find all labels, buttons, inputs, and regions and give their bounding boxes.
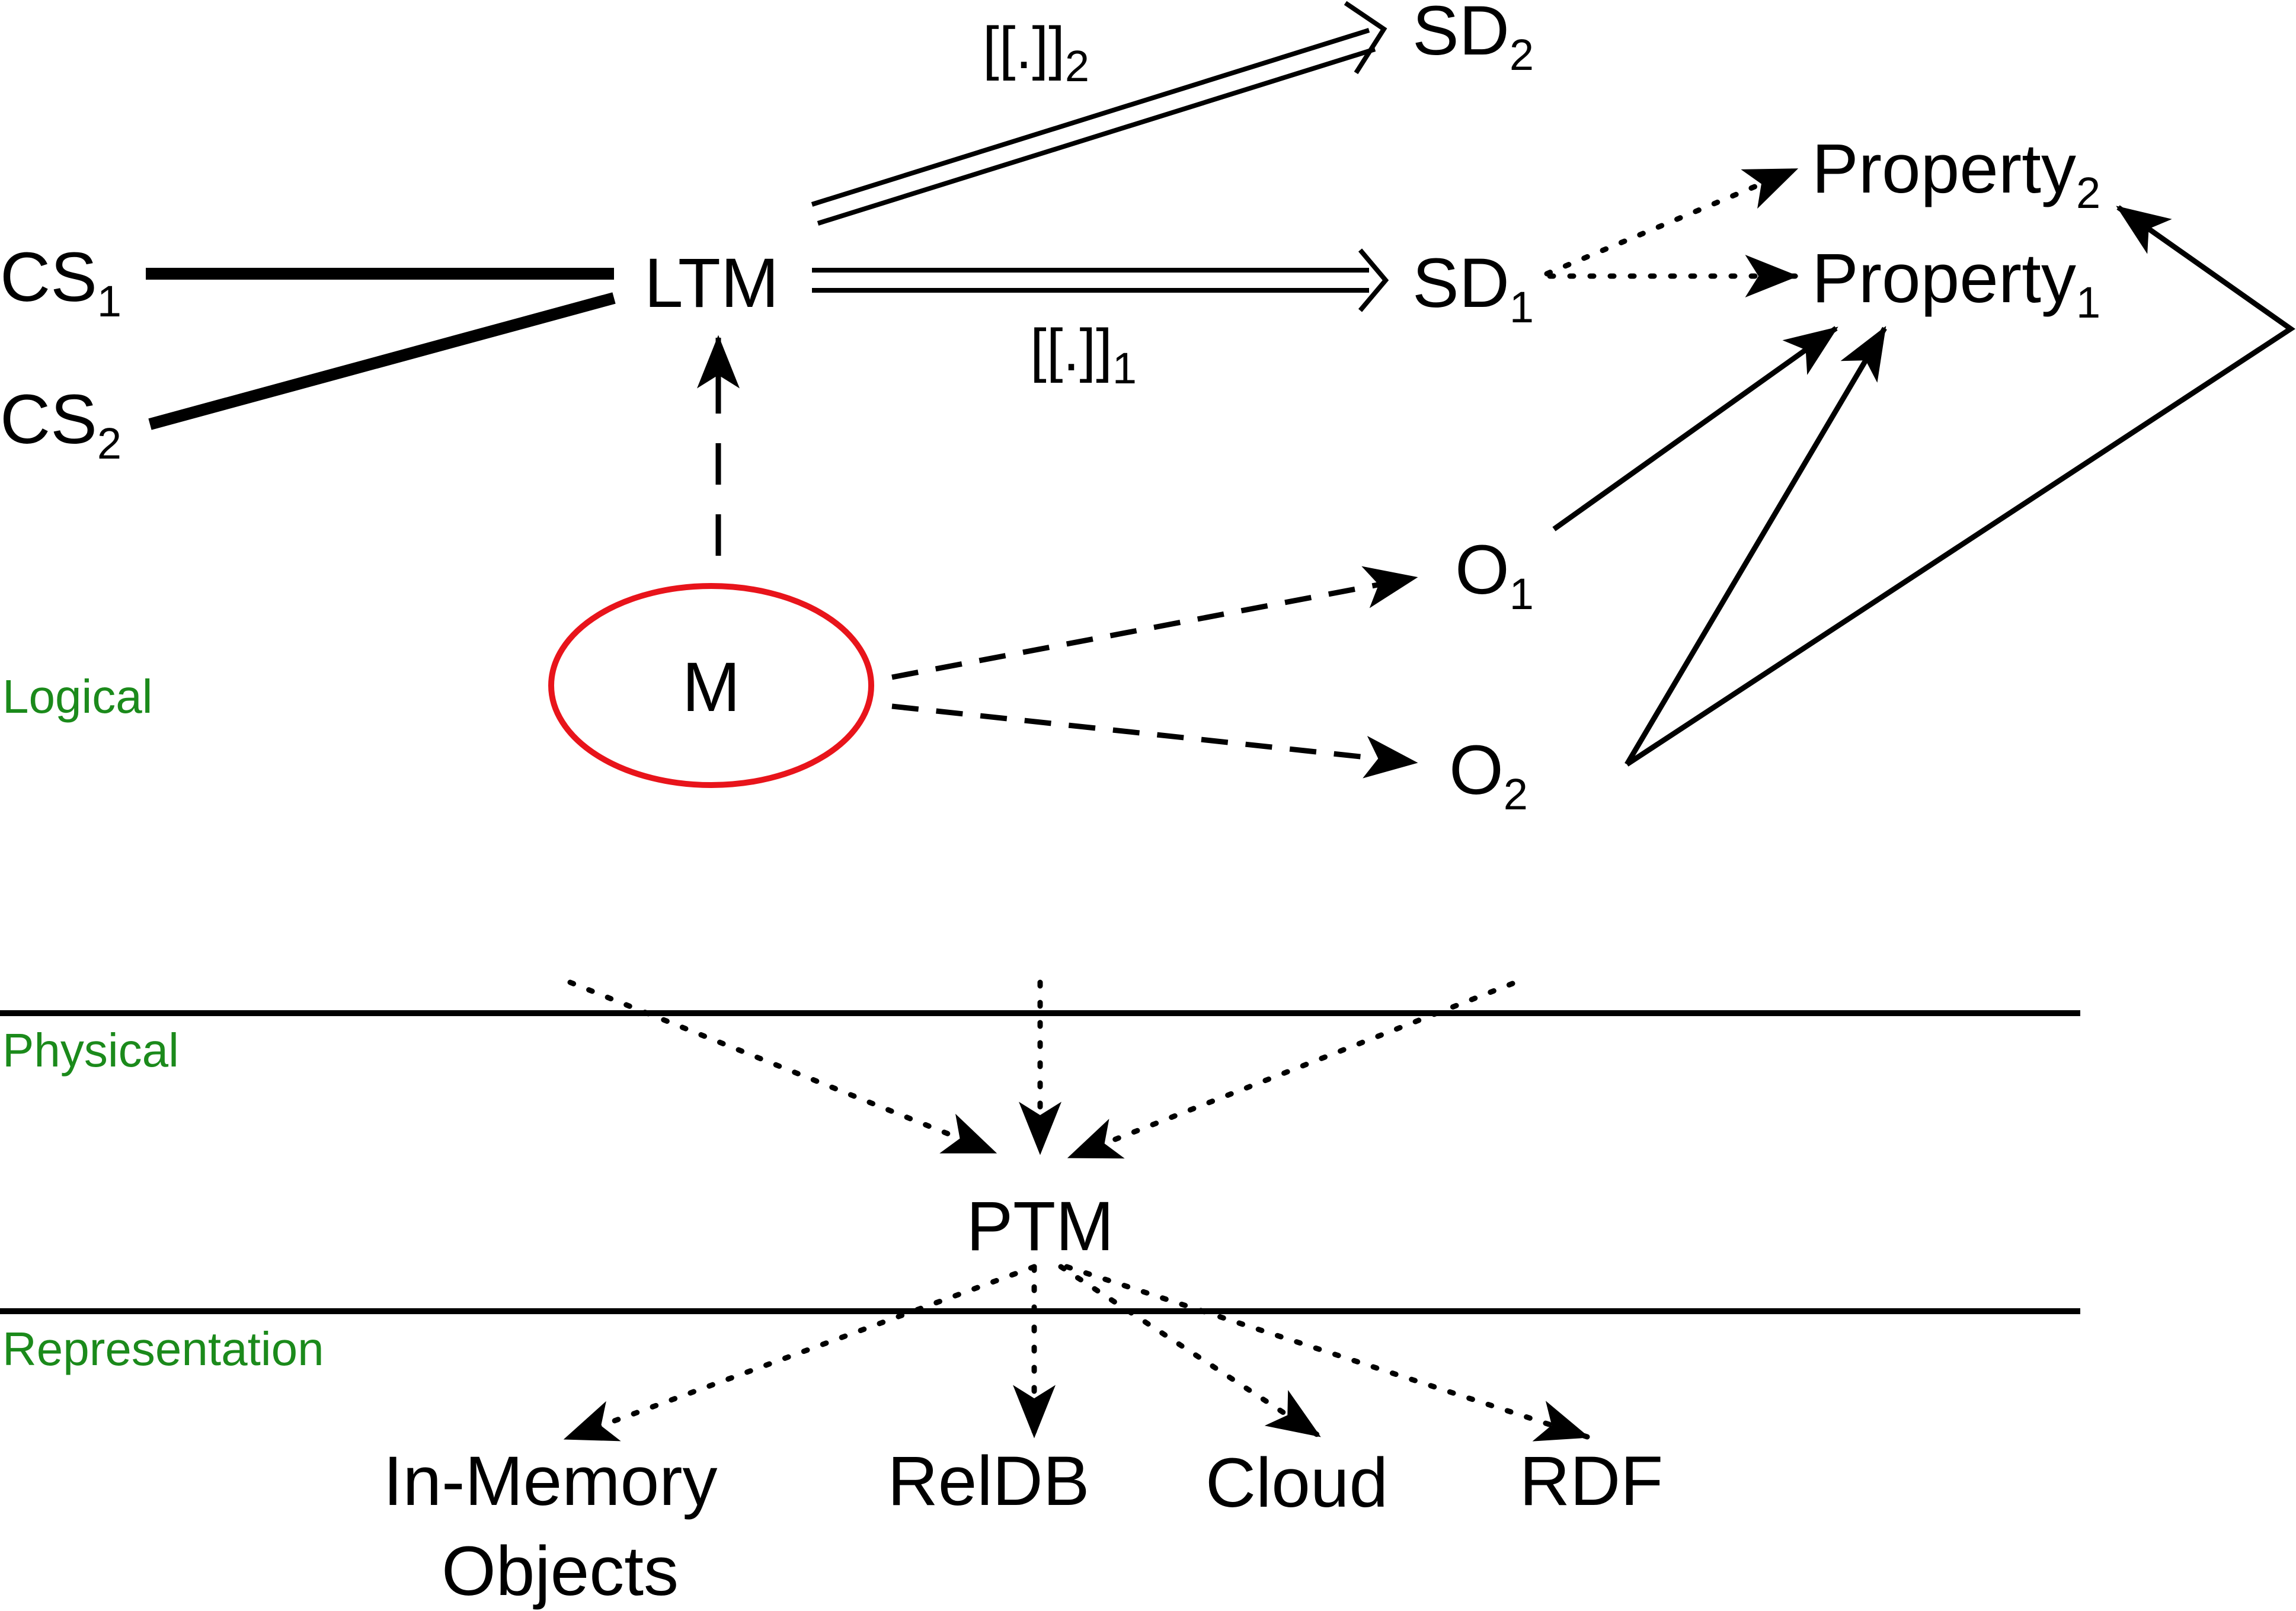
reldb-label: RelDB [888,1442,1090,1520]
physical-layer-label: Physical [2,1024,179,1077]
objects-ptm-edge [1067,981,1515,1160]
sd2-node: SD2 [1412,0,1534,79]
sd1-property2-edge [1544,166,1799,277]
property1-node: Property1 [1812,239,2100,327]
o2-property1-edge [1625,326,1887,766]
in-memory-objects-label: In-Memory Objects [383,1442,737,1610]
o2-property2-edge [1625,205,2296,767]
cs2-node: CS2 [0,380,121,468]
semantic-function-1-label: [[.]]1 [1030,317,1137,393]
ptm-node: PTM [966,1187,1114,1266]
m-o2-edge [891,703,1418,779]
o1-node: O1 [1455,531,1534,619]
m-o1-edge [891,566,1418,680]
o2-node: O2 [1449,731,1528,819]
ptm-in-memory-edge [563,1264,1037,1442]
o1-property1-edge [1552,326,1838,531]
ltm-sd2-semantic-arrow [811,1,1387,226]
logical-layer-label: Logical [2,670,153,723]
sd1-node: SD1 [1412,244,1534,332]
metamodel-ellipse [548,583,874,788]
ptm-rdf-edge [1064,1264,1590,1442]
property2-node: Property2 [1812,130,2100,217]
cs2-ltm-edge [148,292,616,430]
ptm-cloud-edge [1058,1264,1322,1439]
ltm-sd1-semantic-arrow [812,248,1389,312]
ltm-node: LTM [644,244,779,322]
cs1-node: CS1 [0,238,121,326]
metamodel-node: M [682,648,740,726]
m-ptm-edge [567,979,997,1155]
cloud-label: Cloud [1205,1444,1388,1522]
rdf-label: RDF [1520,1442,1664,1520]
semantic-function-2-label: [[.]]2 [983,15,1089,91]
representation-layer-label: Representation [2,1322,324,1375]
